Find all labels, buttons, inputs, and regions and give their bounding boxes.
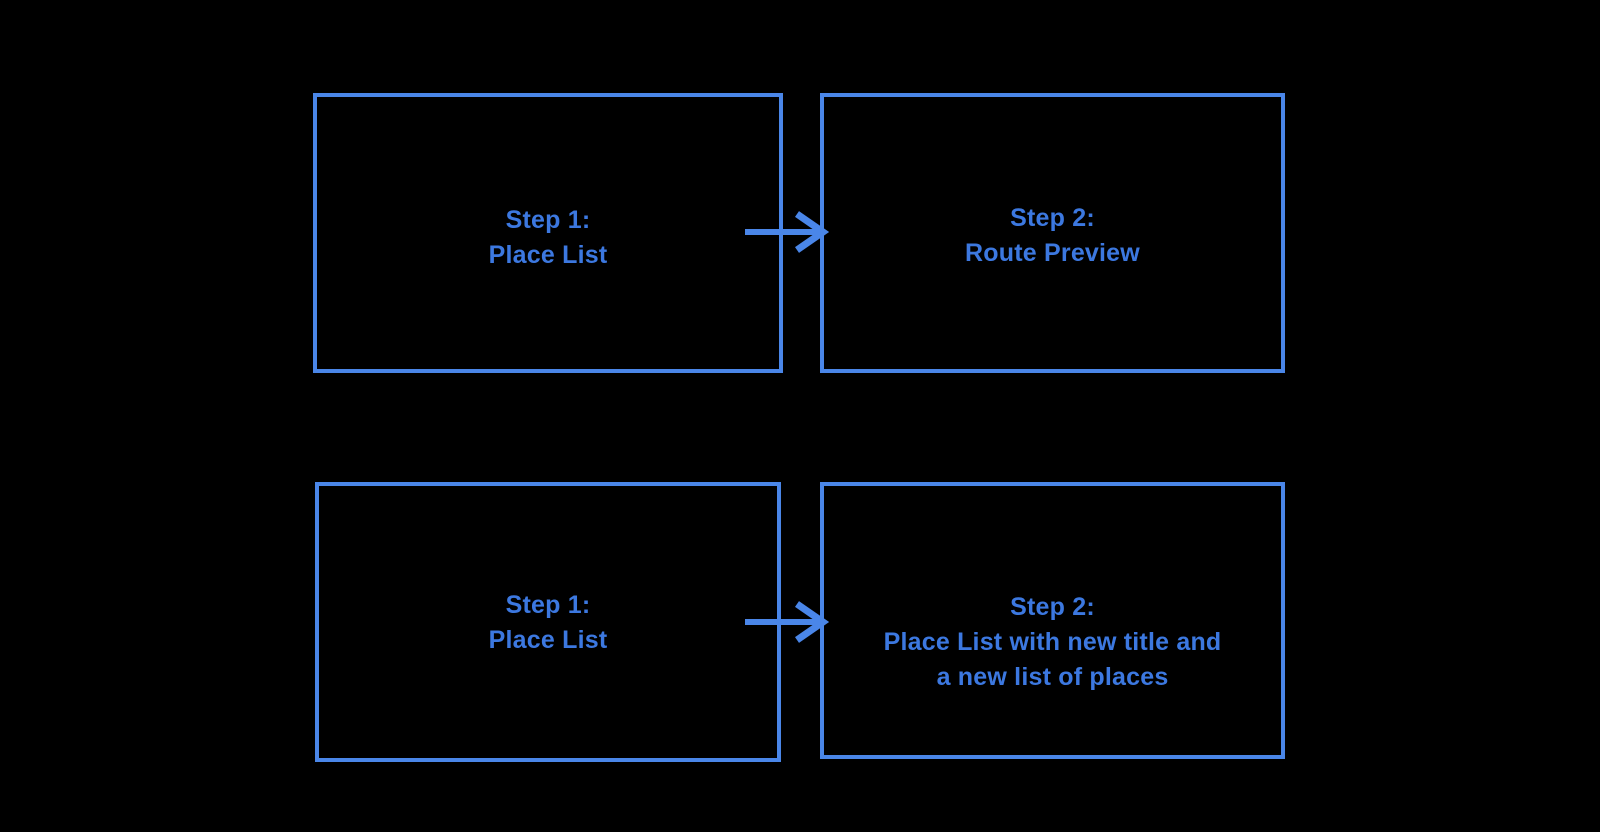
box-label-line: Step 2:: [1010, 204, 1095, 232]
flow-arrow-right: [745, 601, 830, 643]
box-label-line: Step 1:: [505, 206, 591, 234]
flow-box-row2-step2: Step 2: Place List with new title and a …: [820, 482, 1285, 759]
box-label-line: Place List with new title and: [883, 628, 1222, 656]
box-label-line: Step 1:: [505, 591, 591, 619]
box-label: Step 1: Place List: [489, 203, 608, 273]
box-label: Step 2: Route Preview: [965, 201, 1140, 271]
box-label-line: Route Preview: [965, 239, 1140, 267]
box-label-line: Place List: [488, 241, 608, 269]
box-label-line: a new list of places: [936, 663, 1169, 691]
flow-box-row1-step1: Step 1: Place List: [313, 93, 783, 373]
box-label-line: Place List: [488, 626, 608, 654]
box-label: Step 1: Place List: [489, 588, 608, 658]
flow-arrow-right: [745, 211, 830, 253]
flow-box-row2-step1: Step 1: Place List: [315, 482, 781, 762]
box-label-line: Step 2:: [1010, 593, 1095, 621]
flow-box-row1-step2: Step 2: Route Preview: [820, 93, 1285, 373]
box-label: Step 2: Place List with new title and a …: [884, 590, 1222, 695]
